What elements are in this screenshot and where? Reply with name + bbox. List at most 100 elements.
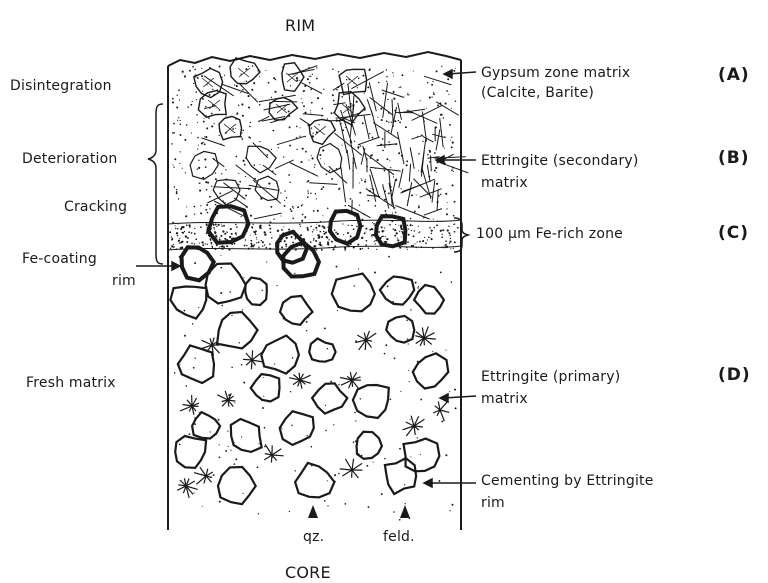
stipple-dot: [392, 213, 393, 214]
matrix-dot: [243, 277, 244, 278]
stipple-dot: [303, 105, 305, 107]
fe-zone-dot: [264, 244, 265, 245]
matrix-dot: [324, 500, 326, 502]
stipple-dot: [392, 221, 393, 222]
fe-zone-dot: [191, 243, 193, 245]
stipple-dot: [209, 196, 211, 198]
stipple-dot: [447, 78, 449, 80]
stipple-dot: [427, 154, 429, 156]
stipple-dot: [416, 195, 417, 196]
stipple-dot: [354, 141, 355, 142]
stipple-dot: [451, 146, 453, 148]
fe-zone-dot: [440, 230, 442, 232]
needle-line: [407, 182, 412, 206]
stipple-dot: [293, 208, 294, 209]
needle-line: [300, 118, 311, 125]
fe-zone-dot: [364, 233, 366, 235]
fe-zone-dot: [235, 224, 237, 226]
stipple-dot: [308, 192, 309, 193]
fe-zone-dot: [343, 234, 344, 235]
fe-zone-dot: [277, 230, 279, 232]
stipple-dot: [189, 70, 191, 72]
ettringite-secondary-label-line1: Ettringite (secondary): [481, 152, 639, 170]
fe-zone-dot: [386, 238, 388, 240]
fe-zone-dot: [194, 233, 196, 235]
matrix-dot: [241, 436, 242, 437]
ettringite-spike: [352, 463, 362, 470]
fe-zone-dot: [299, 224, 300, 225]
ettringite-spike: [352, 459, 354, 470]
ettringite-spike: [252, 350, 253, 360]
matrix-dot: [399, 519, 401, 521]
stipple-dot: [173, 167, 174, 168]
stipple-dot: [302, 148, 304, 150]
fe-zone-dot: [304, 239, 306, 241]
stipple-dot: [249, 126, 251, 128]
stipple-dot: [317, 97, 319, 99]
fe-zone-dot: [384, 227, 385, 228]
stipple-dot: [369, 133, 370, 134]
stipple-dot: [324, 163, 325, 164]
needle-line: [254, 213, 282, 219]
stipple-dot: [321, 116, 322, 117]
stipple-dot: [174, 158, 176, 160]
cracking-label: Cracking: [64, 198, 127, 216]
stipple-dot: [393, 98, 395, 100]
fe-zone-dot: [398, 225, 399, 226]
matrix-dot: [407, 338, 408, 339]
stipple-dot: [384, 199, 386, 201]
stipple-dot: [177, 95, 178, 96]
stipple-dot: [388, 141, 390, 143]
fe-zone-dot: [323, 227, 325, 229]
fe-zone-dot: [348, 225, 349, 226]
needle-line: [341, 167, 346, 202]
matrix-dot: [373, 462, 374, 463]
stipple-dot: [361, 179, 363, 181]
stipple-dot: [320, 158, 321, 159]
stipple-dot: [392, 72, 393, 73]
stipple-dot: [197, 122, 198, 123]
fe-zone-dot: [221, 225, 222, 226]
fresh-grain: [170, 287, 206, 319]
stipple-dot: [411, 194, 413, 196]
fe-zone-dot: [269, 243, 271, 245]
stipple-dot: [437, 220, 438, 221]
fe-zone-dot: [214, 232, 216, 234]
stipple-dot: [180, 151, 181, 152]
stipple-dot: [291, 210, 293, 212]
matrix-dot: [311, 446, 313, 448]
fe-zone-dot: [262, 246, 263, 247]
matrix-dot: [366, 465, 368, 467]
matrix-dot: [194, 492, 195, 493]
fe-zone-dot: [185, 236, 186, 237]
stipple-dot: [177, 120, 178, 121]
fe-zone-dot: [333, 248, 335, 250]
fe-zone-dot: [256, 239, 257, 240]
fe-zone-dot: [449, 235, 450, 236]
matrix-dot: [405, 503, 406, 504]
fe-zone-dot: [331, 241, 333, 243]
fe-zone-dot: [180, 228, 182, 230]
matrix-dot: [410, 456, 411, 457]
stipple-dot: [211, 113, 213, 115]
stipple-dot: [316, 78, 318, 80]
fe-zone-dot: [179, 238, 180, 239]
matrix-dot: [334, 474, 336, 476]
stipple-dot: [199, 182, 200, 183]
fe-zone-dot: [177, 235, 178, 236]
stipple-dot: [296, 126, 298, 128]
fe-zone-dot: [410, 224, 412, 226]
stipple-dot: [389, 160, 390, 161]
stipple-dot: [315, 193, 317, 195]
matrix-dot: [276, 285, 277, 286]
stipple-dot: [309, 160, 310, 161]
stipple-dot: [434, 152, 436, 154]
fe-zone-dot: [441, 234, 442, 235]
fe-zone-dot: [248, 248, 250, 250]
stipple-dot: [203, 118, 204, 119]
fe-zone-dot: [396, 232, 398, 234]
fe-zone-dot: [215, 223, 217, 225]
fe-zone-dot: [342, 223, 343, 224]
stipple-dot: [236, 85, 238, 87]
fe-zone-dot: [176, 232, 178, 234]
